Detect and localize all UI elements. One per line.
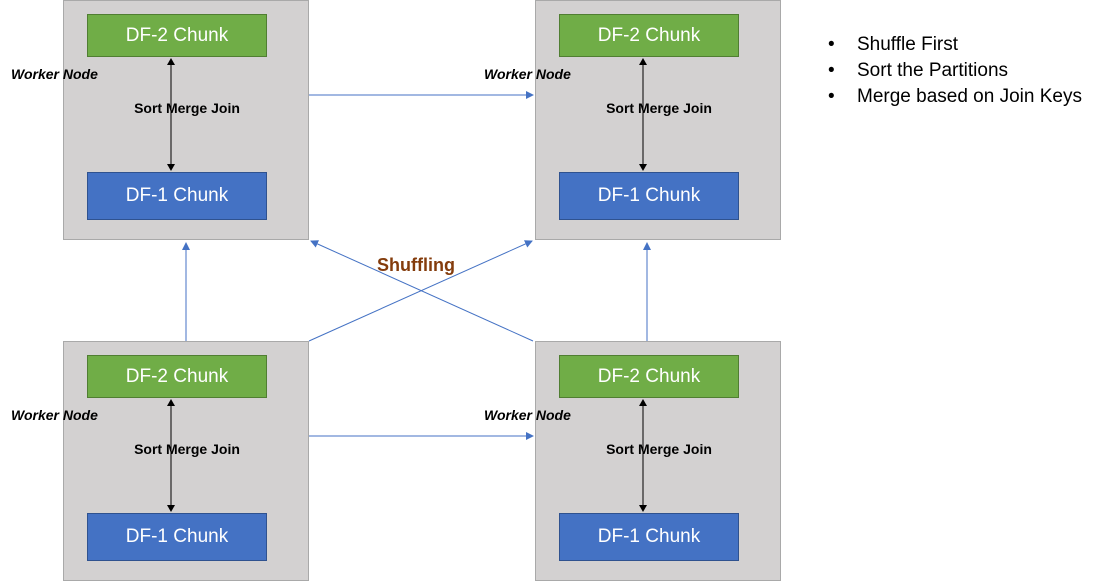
worker-node-bottom-right: DF-2 Chunk Sort Merge Join DF-1 Chunk bbox=[535, 341, 781, 581]
bullet-icon: • bbox=[828, 86, 835, 107]
arrow-br-to-tl bbox=[310, 240, 534, 342]
sort-merge-join-label: Sort Merge Join bbox=[134, 100, 240, 116]
step-text: Merge based on Join Keys bbox=[857, 86, 1082, 107]
step-item: • Shuffle First bbox=[828, 33, 1082, 59]
df1-chunk: DF-1 Chunk bbox=[87, 172, 267, 220]
df1-chunk: DF-1 Chunk bbox=[559, 172, 739, 220]
df1-chunk: DF-1 Chunk bbox=[87, 513, 267, 561]
worker-node-label: Worker Node bbox=[11, 407, 98, 423]
df1-chunk: DF-1 Chunk bbox=[559, 513, 739, 561]
shuffling-label: Shuffling bbox=[377, 255, 455, 275]
worker-node-label: Worker Node bbox=[484, 407, 571, 423]
worker-node-top-left: DF-2 Chunk Sort Merge Join DF-1 Chunk bbox=[63, 0, 309, 240]
df2-chunk: DF-2 Chunk bbox=[559, 355, 739, 398]
bullet-icon: • bbox=[828, 34, 835, 55]
worker-node-top-right: DF-2 Chunk Sort Merge Join DF-1 Chunk bbox=[535, 0, 781, 240]
df2-chunk: DF-2 Chunk bbox=[87, 355, 267, 398]
step-text: Sort the Partitions bbox=[857, 60, 1009, 81]
worker-node-label: Worker Node bbox=[11, 66, 98, 82]
step-text: Shuffle First bbox=[857, 34, 959, 55]
sort-merge-join-label: Sort Merge Join bbox=[606, 100, 712, 116]
steps-list: • Shuffle First • Sort the Partitions • Mer… bbox=[828, 33, 1082, 111]
sort-merge-join-label: Sort Merge Join bbox=[606, 441, 712, 457]
bullet-icon: • bbox=[828, 60, 835, 81]
sort-merge-join-label: Sort Merge Join bbox=[134, 441, 240, 457]
step-item: • Sort the Partitions bbox=[828, 59, 1082, 85]
step-item: • Merge based on Join Keys bbox=[828, 85, 1082, 111]
df2-chunk: DF-2 Chunk bbox=[87, 14, 267, 57]
worker-node-bottom-left: DF-2 Chunk Sort Merge Join DF-1 Chunk bbox=[63, 341, 309, 581]
arrow-bl-to-tr bbox=[308, 240, 533, 342]
worker-node-label: Worker Node bbox=[484, 66, 571, 82]
df2-chunk: DF-2 Chunk bbox=[559, 14, 739, 57]
